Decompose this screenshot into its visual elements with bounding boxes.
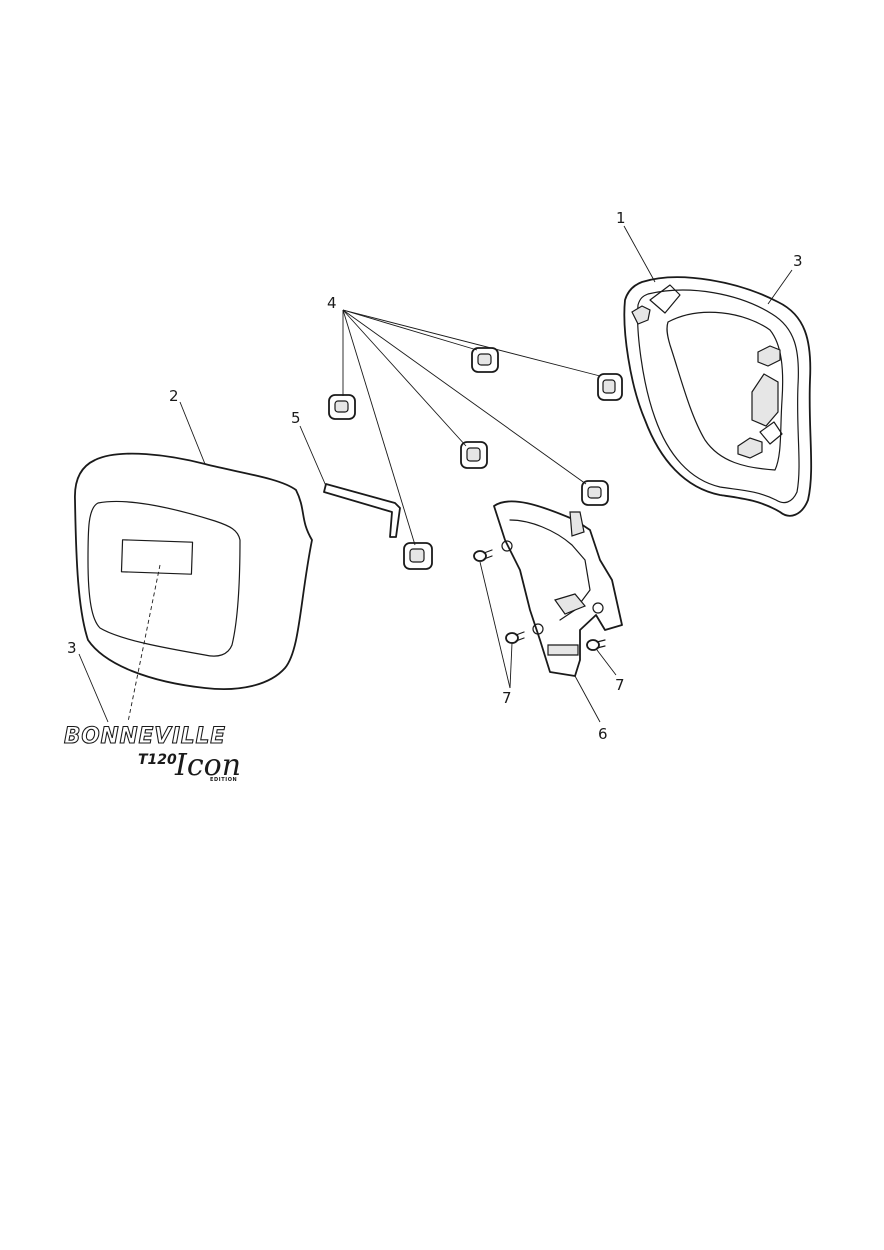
badge-brand-text: BONNEVILLE <box>64 724 226 749</box>
callout-1: 1 <box>616 209 626 227</box>
grommet <box>403 542 433 570</box>
callout-3-left: 3 <box>67 639 77 657</box>
callout-4: 4 <box>327 294 337 312</box>
callout-labels: 1 3 4 2 5 3 7 7 6 <box>67 209 803 743</box>
grommet <box>471 347 499 373</box>
screw <box>473 549 493 562</box>
grommet <box>597 373 623 401</box>
hex-key <box>323 483 401 538</box>
screw <box>586 639 606 651</box>
mounting-peg-mid <box>757 345 781 367</box>
mounting-bracket-assembly <box>493 500 623 677</box>
bonneville-badge: BONNEVILLE T120 Icon EDITION <box>63 723 241 783</box>
grommets <box>328 347 623 570</box>
leader-lines <box>78 225 793 723</box>
badge-model-text: T120 <box>138 752 177 768</box>
mounting-peg-top <box>631 305 651 325</box>
side-panel-left <box>74 452 313 690</box>
callout-3-right: 3 <box>793 252 803 270</box>
badge-edition-text: EDITION <box>210 777 237 783</box>
callout-5: 5 <box>291 409 301 427</box>
badge-script-text: Icon <box>174 748 241 783</box>
callout-2: 2 <box>169 387 179 405</box>
grommet <box>460 441 488 469</box>
callout-7-left: 7 <box>502 689 512 707</box>
screw <box>505 631 525 644</box>
mounting-peg-low <box>737 437 763 459</box>
grommet <box>328 394 356 420</box>
grommet <box>581 480 609 506</box>
mounting-bracket <box>751 373 779 427</box>
badge-location <box>120 539 194 575</box>
side-panel-right <box>623 276 813 517</box>
callout-6: 6 <box>598 725 608 743</box>
callout-7-right: 7 <box>615 676 625 694</box>
